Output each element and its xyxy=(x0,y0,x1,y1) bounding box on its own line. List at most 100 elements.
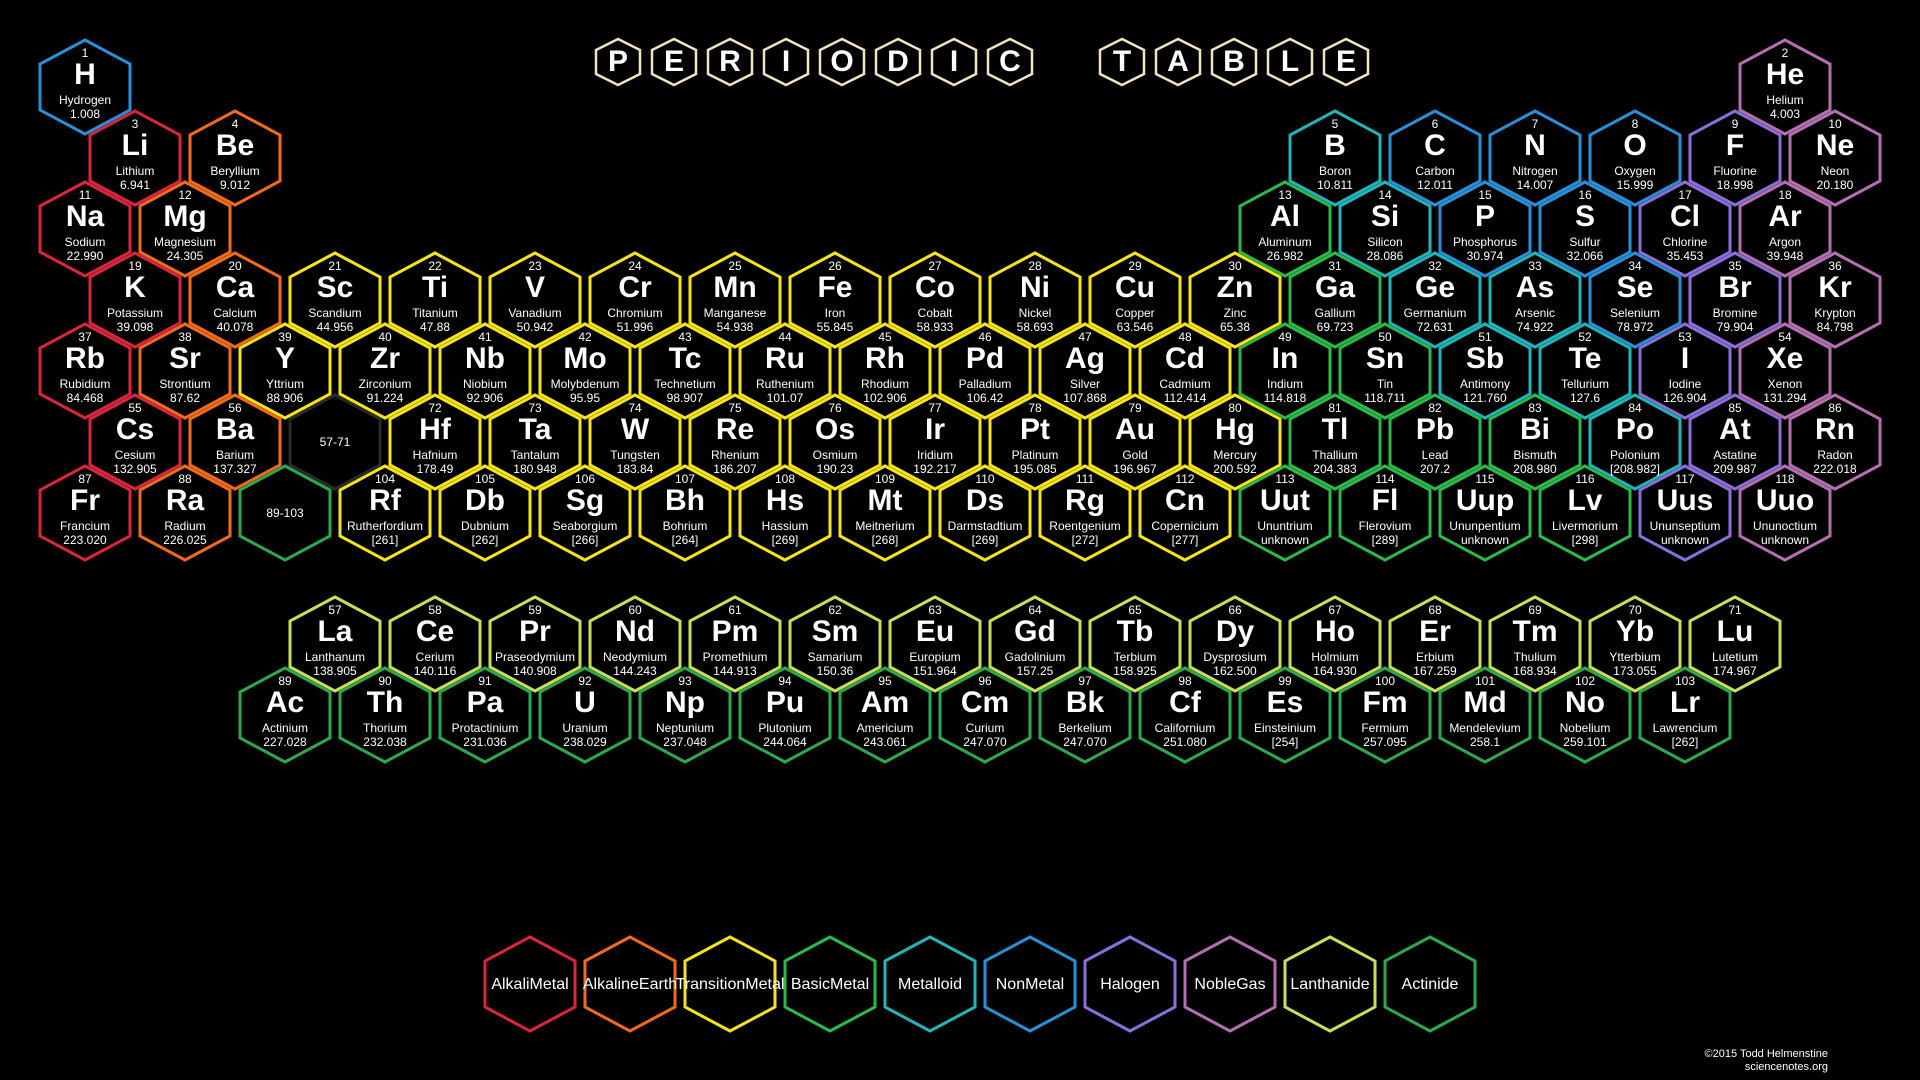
element-weight: 74.922 xyxy=(1516,320,1554,334)
title-letter: R xyxy=(706,37,754,87)
element-name: Tin xyxy=(1376,377,1394,391)
element-symbol: Pr xyxy=(519,615,551,648)
element-number: 101 xyxy=(1474,674,1496,688)
element-symbol: Tm xyxy=(1512,615,1558,648)
element-symbol: Pt xyxy=(1020,413,1050,446)
element-symbol: Zr xyxy=(370,342,400,375)
legend-label: Halogen xyxy=(1100,975,1160,993)
element-number: 33 xyxy=(1528,259,1542,273)
element-weight: 132.905 xyxy=(113,462,157,476)
hex-outline xyxy=(1738,322,1832,420)
hex-outline xyxy=(1588,251,1682,349)
element-name: Neon xyxy=(1820,164,1850,178)
element-symbol: Ir xyxy=(924,413,945,446)
element-symbol: Ne xyxy=(1815,129,1855,162)
element-symbol: Re xyxy=(715,413,755,446)
element-number: 74 xyxy=(628,401,642,415)
element-number: 16 xyxy=(1578,188,1592,202)
element-number: 52 xyxy=(1578,330,1592,344)
hex-outline xyxy=(638,322,732,420)
element-weight: 114.818 xyxy=(1263,391,1307,405)
hex-outline xyxy=(238,666,332,764)
hex-outline xyxy=(983,935,1077,1033)
element-name: Iodine xyxy=(1668,377,1702,391)
hex-outline xyxy=(238,322,332,420)
hex-outline xyxy=(338,464,432,562)
element-name: Actinium xyxy=(261,721,308,735)
hex-outline xyxy=(683,935,777,1033)
hex-outline xyxy=(138,322,232,420)
element-symbol: Uus xyxy=(1656,484,1714,517)
element-symbol: Fl xyxy=(1371,484,1399,517)
element-symbol: Nb xyxy=(465,342,505,375)
element-weight: 127.6 xyxy=(1569,391,1601,405)
element-number: 76 xyxy=(828,401,842,415)
element-name: Chlorine xyxy=(1662,235,1708,249)
element-number: 1 xyxy=(81,46,89,60)
element-symbol: Pu xyxy=(765,686,805,719)
element-weight: 144.913 xyxy=(713,664,757,678)
element-weight: 231.036 xyxy=(463,735,507,749)
element-name: Lanthanum xyxy=(304,650,366,664)
element-number: 70 xyxy=(1628,603,1642,617)
element-number: 31 xyxy=(1328,259,1342,273)
element-symbol: Ga xyxy=(1314,271,1356,304)
element-symbol: Pd xyxy=(965,342,1005,375)
hex-outline xyxy=(888,251,982,349)
element-symbol: H xyxy=(74,58,96,91)
element-number: 58 xyxy=(428,603,442,617)
element-weight: 164.930 xyxy=(1313,664,1357,678)
element-name: Berkelium xyxy=(1058,721,1112,735)
element-name: Meitnerium xyxy=(855,519,915,533)
element-symbol: Tb xyxy=(1116,615,1154,648)
element-symbol: Sg xyxy=(565,484,605,517)
element-name: Curium xyxy=(965,721,1005,735)
element-name: Antimony xyxy=(1459,377,1511,391)
element-number: 29 xyxy=(1128,259,1142,273)
element-weight: 192.217 xyxy=(913,462,957,476)
element-symbol: Pb xyxy=(1415,413,1455,446)
series-placeholder-57-71: 57-71 xyxy=(286,393,384,491)
hex-outline xyxy=(588,595,682,693)
element-weight: 200.592 xyxy=(1213,462,1257,476)
element-number: 110 xyxy=(975,472,995,486)
element-weight: 39.098 xyxy=(116,320,154,334)
element-number: 86 xyxy=(1828,401,1842,415)
element-number: 65 xyxy=(1128,603,1142,617)
hex-outline xyxy=(1638,322,1732,420)
element-weight: [266] xyxy=(571,533,599,547)
hex-outline xyxy=(1588,109,1682,207)
element-number: 83 xyxy=(1528,401,1542,415)
element-weight: 222.018 xyxy=(1813,462,1857,476)
element-name: Xenon xyxy=(1767,377,1803,391)
element-name: Cerium xyxy=(415,650,455,664)
element-symbol: Ti xyxy=(421,271,449,304)
element-name: Tantalum xyxy=(510,448,560,462)
title-letter: I xyxy=(762,37,810,87)
element-number: 53 xyxy=(1678,330,1692,344)
legend-halogen: Halogen xyxy=(1081,935,1179,1033)
hex-outline xyxy=(1188,595,1282,693)
title-letter: E xyxy=(1322,37,1370,87)
element-symbol: Bh xyxy=(665,484,705,517)
hex-outline xyxy=(188,251,282,349)
